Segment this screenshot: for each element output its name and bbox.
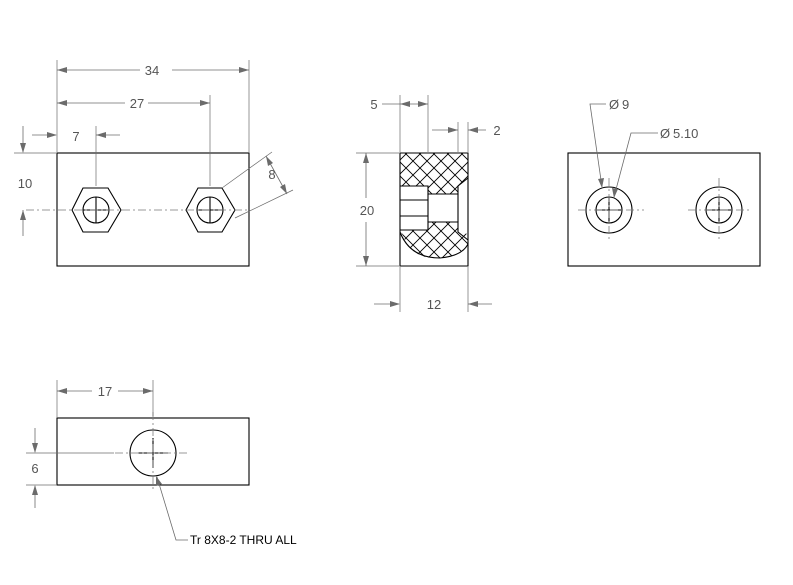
thread-hole: [115, 412, 190, 490]
thread-note: Tr 8X8-2 THRU ALL: [190, 533, 297, 547]
dim-10-label: 10: [18, 176, 32, 191]
front-view: 34 27 7 10: [14, 60, 294, 267]
front-view-outline: [56, 152, 250, 267]
dim-8-label: 8: [268, 167, 275, 182]
dim-7: 7: [32, 129, 120, 144]
counterbore-right: [688, 178, 752, 242]
dia-9-label: 9: [622, 97, 629, 112]
dim-20: 20: [360, 153, 374, 266]
dia-5-10-symbol: Ø: [660, 126, 670, 141]
dim-5: 5: [370, 97, 428, 112]
dim-34: 34: [57, 63, 249, 78]
bottom-view: 17 6 Tr 8X8-2 THRU ALL: [26, 380, 297, 547]
dim-17: 17: [57, 384, 153, 399]
section-view: 5 2 20 12: [356, 95, 501, 312]
dim-2: 2: [432, 123, 501, 138]
dia-9-symbol: Ø: [609, 97, 619, 112]
leader-dia-5-10: Ø 5.10: [612, 126, 698, 198]
dim-7-label: 7: [72, 129, 79, 144]
right-view: Ø 9 Ø 5.10: [567, 97, 761, 267]
dim-8: 8: [221, 151, 294, 219]
dim-34-label: 34: [145, 63, 159, 78]
dim-10: 10: [18, 126, 32, 236]
section-hatch-top: [400, 153, 468, 194]
section-hatch-bottom: [400, 222, 468, 259]
dim-17-label: 17: [98, 384, 112, 399]
dim-6-label: 6: [31, 461, 38, 476]
dim-12-label: 12: [427, 297, 441, 312]
section-outline: [399, 152, 469, 267]
right-view-outline: [567, 152, 761, 267]
dim-27-label: 27: [130, 96, 144, 111]
dim-27: 27: [57, 96, 210, 111]
dim-20-label: 20: [360, 203, 374, 218]
leader-dia-9: Ø 9: [589, 97, 629, 188]
dia-5-10-label: 5.10: [673, 126, 698, 141]
dim-12: 12: [374, 297, 492, 312]
dim-5-label: 5: [370, 97, 377, 112]
counterbore-left: [578, 178, 644, 242]
dim-2-label: 2: [493, 123, 500, 138]
dim-6: 6: [31, 428, 39, 508]
thread-note-leader: Tr 8X8-2 THRU ALL: [156, 476, 297, 547]
